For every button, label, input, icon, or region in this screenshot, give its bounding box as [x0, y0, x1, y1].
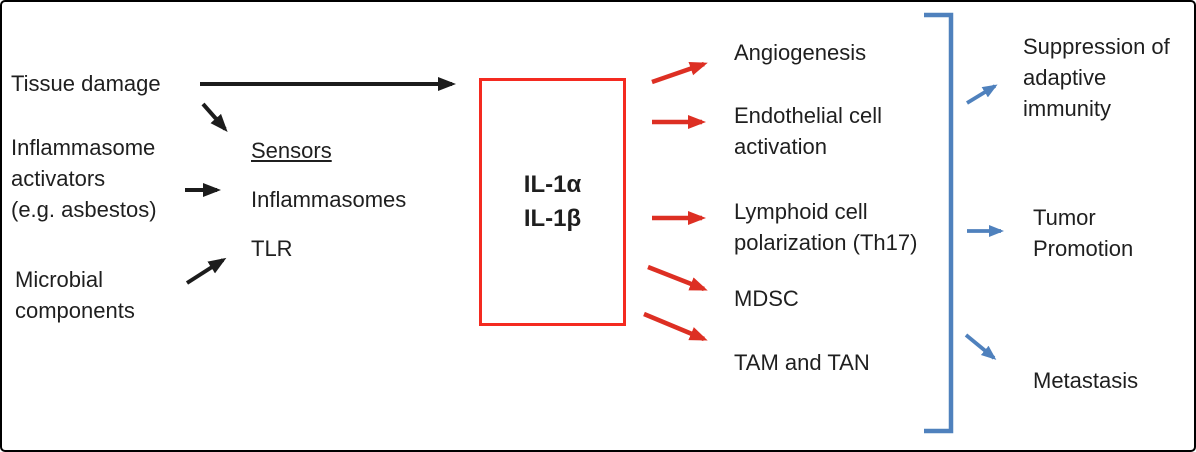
arrow-il1-to-mdsc [647, 264, 708, 292]
label-tumor-line2: Promotion [1033, 236, 1134, 261]
label-microbial-components-line2: components [15, 298, 135, 323]
arrow-il1-to-angiogenesis [651, 61, 708, 85]
label-endothelial-line2: activation [734, 134, 827, 159]
label-microbial-components-line1: Microbial [15, 267, 104, 292]
label-lymphoid-line1: Lymphoid cell [734, 199, 868, 224]
label-tissue-damage: Tissue damage [11, 71, 161, 96]
label-endothelial-line1: Endothelial cell [734, 103, 882, 128]
label-mdsc: MDSC [734, 286, 799, 311]
label-sensors-heading: Sensors [251, 138, 332, 163]
label-inflammasome-activators-line3: (e.g. asbestos) [11, 197, 157, 222]
label-inflammasome-activators-line1: Inflammasome [11, 135, 156, 160]
bracket [924, 12, 954, 434]
label-suppression-adaptive-immunity: Suppression of adaptive immunity [1023, 31, 1170, 124]
label-lymphoid-polarization: Lymphoid cell polarization (Th17) [734, 196, 917, 258]
arrow-microbial-to-tlr [185, 257, 227, 285]
label-angiogenesis: Angiogenesis [734, 40, 867, 65]
label-lymphoid-line2: polarization (Th17) [734, 230, 918, 255]
label-endothelial-activation: Endothelial cell activation [734, 100, 882, 162]
label-suppression-line2: adaptive [1023, 65, 1107, 90]
label-tam-tan: TAM and TAN [734, 350, 870, 375]
label-inflammasome-activators-line2: activators [11, 166, 106, 191]
il1-box: IL-1α IL-1β [479, 78, 626, 326]
il1-alpha-label: IL-1α [523, 171, 582, 198]
il1-beta-label: IL-1β [523, 205, 582, 232]
label-metastasis: Metastasis [1033, 368, 1139, 393]
arrow-il1-to-tam-tan [643, 311, 708, 342]
label-microbial-components: Microbial components [15, 264, 135, 326]
label-suppression-line3: immunity [1023, 96, 1112, 121]
label-tumor-line1: Tumor [1033, 205, 1096, 230]
arrow-bracket-to-suppression [966, 84, 998, 105]
label-tlr: TLR [251, 236, 293, 261]
label-suppression-line1: Suppression of [1023, 34, 1170, 59]
label-inflammasomes: Inflammasomes [251, 187, 407, 212]
label-inflammasome-activators: Inflammasome activators (e.g. asbestos) [11, 132, 157, 225]
label-tumor-promotion: Tumor Promotion [1033, 202, 1133, 264]
arrow-bracket-to-metastasis [964, 333, 997, 360]
arrow-tissue-damage-to-sensors [201, 102, 228, 133]
